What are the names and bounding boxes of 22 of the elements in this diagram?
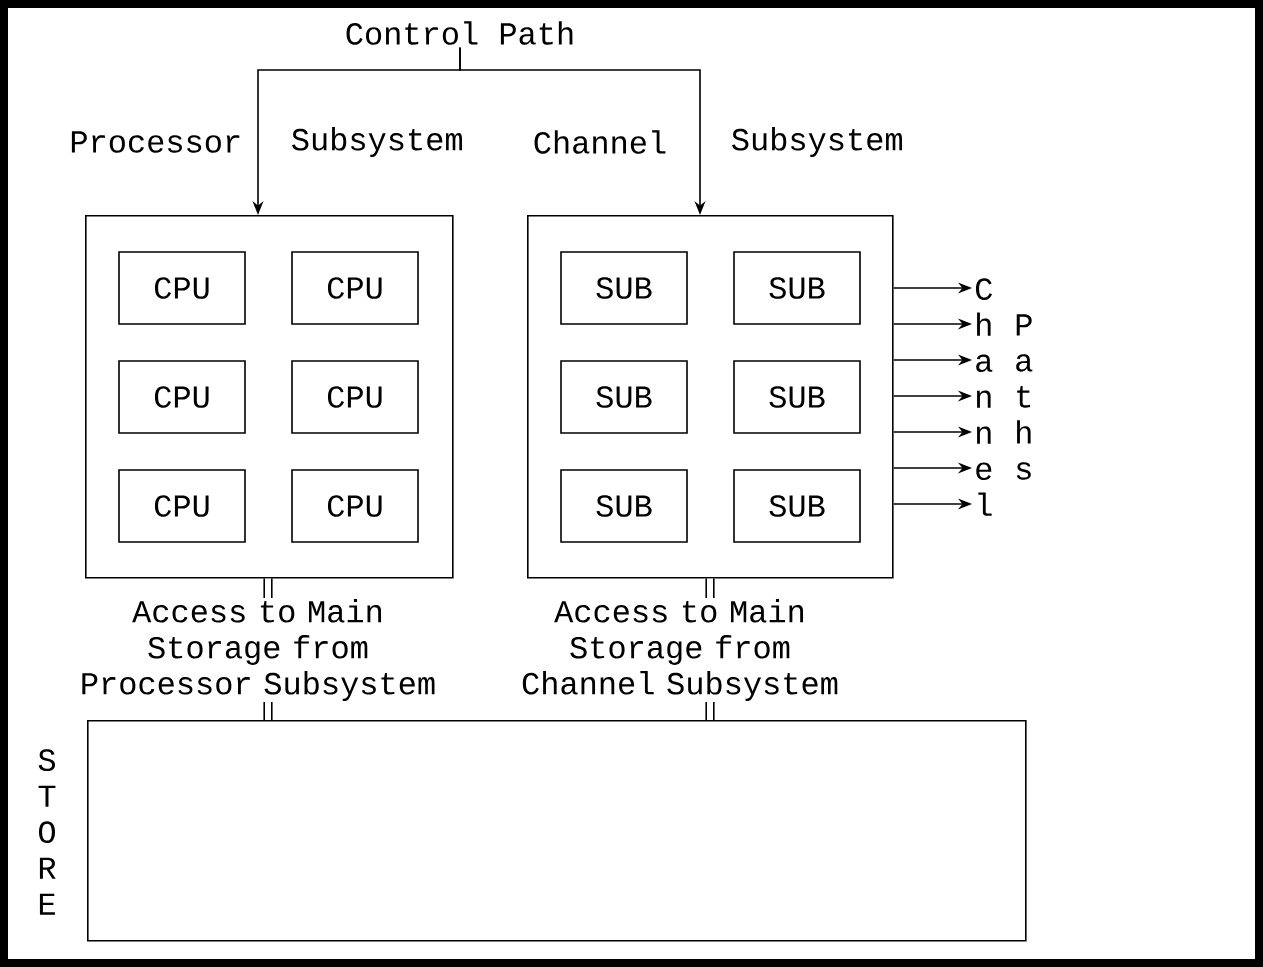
- unit-box: CPU: [291, 360, 419, 434]
- unit-box: CPU: [291, 251, 419, 325]
- edge-label: Access to Main Storage from Processor Subsystem: [69, 598, 447, 702]
- unit-box: CPU: [118, 251, 246, 325]
- node-label: S T O R E: [38, 749, 56, 915]
- unit-box: SUB: [733, 469, 861, 543]
- node-label: Subsystem: [732, 127, 902, 157]
- unit-box: CPU: [291, 469, 419, 543]
- unit-box: SUB: [560, 360, 688, 434]
- node-label: Subsystem: [292, 127, 462, 157]
- path-label: Control Path: [346, 21, 573, 45]
- unit-box: SUB: [560, 469, 688, 543]
- edge-label: Access to Main Storage from Channel Subsystem: [491, 598, 869, 702]
- unit-box: SUB: [733, 251, 861, 325]
- vertical-label: C h a n n e l P a t h s: [976, 278, 1033, 516]
- unit-box: CPU: [118, 360, 246, 434]
- storage-box: S T O R E: [38, 720, 1027, 942]
- node-label: Processor: [71, 131, 240, 153]
- node-label: Channel: [534, 130, 666, 154]
- unit-box: SUB: [560, 251, 688, 325]
- unit-box: CPU: [118, 469, 246, 543]
- unit-box: SUB: [733, 360, 861, 434]
